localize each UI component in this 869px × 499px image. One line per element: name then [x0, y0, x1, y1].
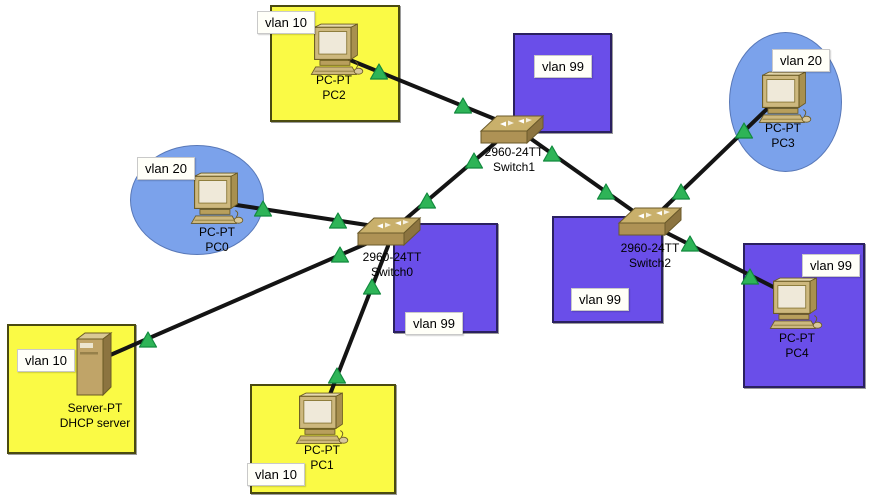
port-status-icon [680, 235, 700, 252]
device-name-label: PC0 [205, 240, 229, 254]
note-vlan10-pc1: vlan 10 [247, 463, 305, 486]
device-name-label: PC3 [771, 136, 795, 150]
server-icon[interactable] [71, 331, 115, 399]
device-model-label: 2960-24TT [484, 145, 544, 159]
pc-icon[interactable] [186, 172, 246, 230]
device-model-label: PC-PT [765, 121, 801, 135]
device-name-label: Switch2 [628, 256, 672, 270]
port-status-icon [330, 246, 350, 263]
port-status-icon [542, 145, 562, 162]
port-status-icon [740, 268, 760, 285]
device-model-label: PC-PT [199, 225, 235, 239]
link-switch1-switch0[interactable] [393, 130, 510, 230]
device-model-label: PC-PT [779, 331, 815, 345]
port-status-icon [327, 367, 347, 384]
port-status-icon [253, 200, 273, 217]
link-pc0-switch0[interactable] [228, 202, 382, 229]
pc-icon[interactable] [306, 23, 366, 81]
note-vlan99-switch2: vlan 99 [571, 288, 629, 311]
port-status-icon [362, 278, 382, 295]
port-status-icon [671, 183, 691, 200]
note-vlan99-pc4: vlan 99 [802, 254, 860, 277]
pc-icon[interactable] [765, 277, 825, 335]
note-vlan10-pc2: vlan 10 [257, 11, 315, 34]
switch-icon[interactable] [617, 203, 683, 239]
device-name-label: PC1 [310, 458, 334, 472]
port-status-icon [734, 122, 754, 139]
note-vlan10-server: vlan 10 [17, 349, 75, 372]
note-vlan99-switch1: vlan 99 [534, 55, 592, 78]
port-status-icon [417, 192, 437, 209]
port-status-icon [138, 331, 158, 348]
link-switch1-switch2[interactable] [525, 134, 645, 220]
device-model-label: PC-PT [304, 443, 340, 457]
link-switch0-server[interactable] [106, 240, 372, 358]
device-model-label: Server-PT [67, 401, 123, 415]
device-model-label: PC-PT [316, 73, 352, 87]
device-name-label: DHCP server [59, 416, 131, 430]
pc-icon[interactable] [291, 392, 351, 450]
pc-icon[interactable] [754, 71, 814, 129]
note-vlan20-pc0: vlan 20 [137, 157, 195, 180]
note-vlan20-pc3: vlan 20 [772, 49, 830, 72]
zone-vlan10-server [7, 324, 136, 454]
port-status-icon [596, 183, 616, 200]
port-status-icon [464, 152, 484, 169]
device-name-label: Switch1 [492, 160, 536, 174]
port-status-icon [328, 212, 348, 229]
link-switch0-pc1[interactable] [318, 244, 390, 422]
switch-icon[interactable] [479, 111, 545, 147]
device-name-label: Switch0 [370, 265, 414, 279]
device-model-label: 2960-24TT [362, 250, 422, 264]
port-status-icon [453, 97, 473, 114]
switch-icon[interactable] [356, 213, 422, 249]
device-name-label: PC4 [785, 346, 809, 360]
port-status-icon [369, 63, 389, 80]
device-model-label: 2960-24TT [620, 241, 680, 255]
note-vlan99-switch0: vlan 99 [405, 312, 463, 335]
device-name-label: PC2 [322, 88, 346, 102]
